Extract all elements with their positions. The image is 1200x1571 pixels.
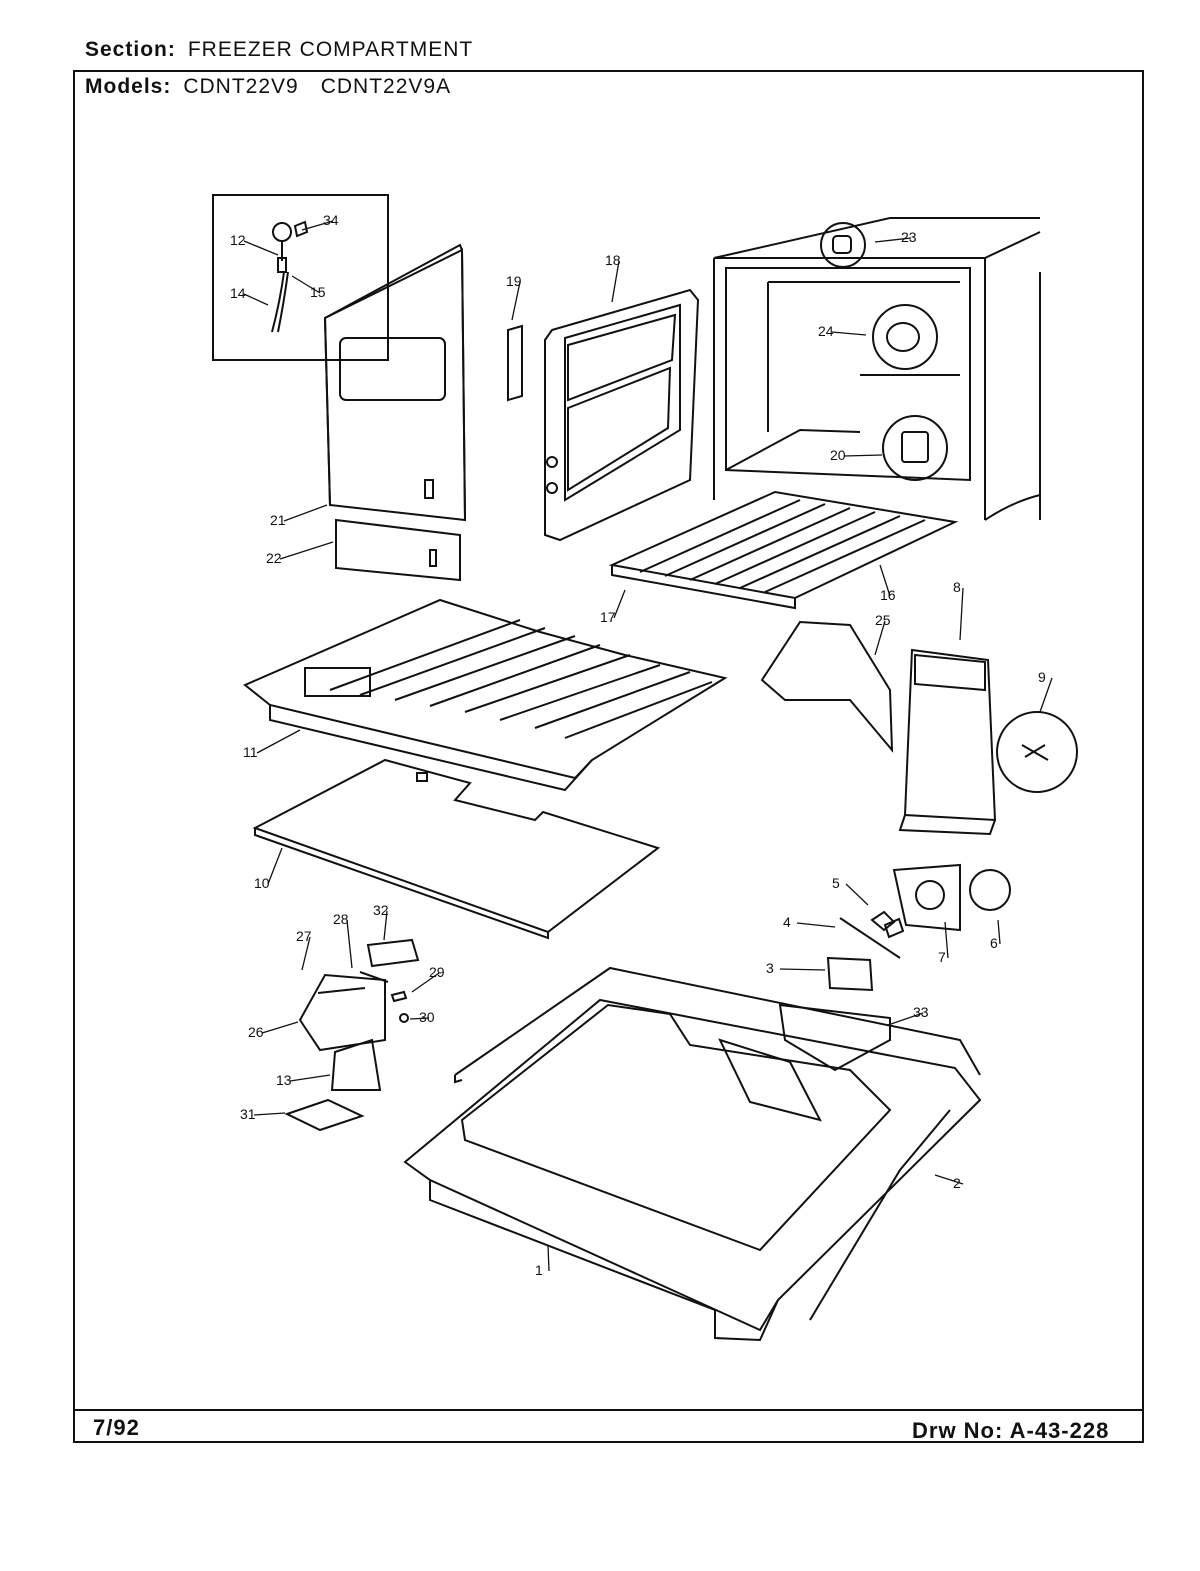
leader-line-5 (845, 883, 869, 906)
leader-line-7 (944, 921, 949, 959)
model-2: CDNT22V9A (320, 75, 452, 98)
callout-31: 31 (240, 1106, 256, 1122)
leader-line-16 (879, 564, 891, 597)
callout-7: 7 (938, 949, 946, 965)
leader-line-21 (283, 504, 328, 522)
section-heading: Section: FREEZER COMPARTMENT (85, 38, 473, 62)
leader-line-30 (409, 1017, 430, 1020)
leader-line-23 (874, 237, 912, 243)
freezer-shelf (243, 598, 728, 792)
callout-25: 25 (875, 612, 891, 628)
leader-line-9 (1039, 677, 1053, 713)
leader-line-25 (874, 620, 886, 656)
callout-10: 10 (254, 875, 270, 891)
models-heading: Models: CDNT22V9 CDNT22V9A (85, 75, 451, 99)
leader-line-19 (511, 281, 521, 321)
callout-17: 17 (600, 609, 616, 625)
callout-21: 21 (270, 512, 286, 528)
callout-23: 23 (901, 229, 917, 245)
drawing-frame (73, 70, 1144, 1443)
callout-34: 34 (323, 212, 339, 228)
leader-line-13 (289, 1074, 331, 1082)
freezer-cabinet (713, 217, 1041, 521)
callout-9: 9 (1038, 669, 1046, 685)
models-label: Models: (85, 75, 172, 98)
callout-15: 15 (310, 284, 326, 300)
footer-date: 7/92 (93, 1415, 140, 1440)
callout-20: 20 (830, 447, 846, 463)
leader-line-33 (887, 1012, 924, 1026)
callout-6: 6 (990, 935, 998, 951)
callout-2: 2 (953, 1175, 961, 1191)
callout-5: 5 (832, 875, 840, 891)
ice-parts (284, 938, 420, 1132)
callout-26: 26 (248, 1024, 264, 1040)
footer-drawing-number: Drw No: A-43-228 (912, 1418, 1110, 1443)
callout-8: 8 (953, 579, 961, 595)
callout-12: 12 (230, 232, 246, 248)
callout-13: 13 (276, 1072, 292, 1088)
leader-line-20 (843, 454, 883, 457)
leader-line-26 (261, 1021, 299, 1034)
callout-1: 1 (535, 1262, 543, 1278)
leader-line-6 (997, 919, 1001, 945)
callout-24: 24 (818, 323, 834, 339)
leader-line-17 (613, 589, 626, 619)
leader-line-24 (831, 331, 867, 336)
leader-line-14 (243, 293, 269, 306)
model-1: CDNT22V9 (183, 75, 299, 98)
control-panel (323, 243, 467, 582)
leader-line-12 (243, 240, 279, 256)
leader-line-31 (253, 1112, 286, 1116)
fan-assembly (826, 863, 1011, 992)
callout-3: 3 (766, 960, 774, 976)
leader-line-18 (611, 260, 620, 303)
inset-box (212, 194, 389, 361)
air-duct (760, 620, 1078, 836)
leader-line-11 (256, 729, 301, 754)
section-value: FREEZER COMPARTMENT (187, 38, 474, 61)
callout-30: 30 (419, 1009, 435, 1025)
leader-line-10 (267, 847, 283, 885)
leader-line-15 (291, 275, 321, 294)
freezer-floor-panel (252, 758, 661, 940)
leader-line-22 (279, 541, 334, 560)
callout-4: 4 (783, 914, 791, 930)
callout-33: 33 (913, 1004, 929, 1020)
wire-shelf (608, 490, 959, 610)
leader-line-3 (779, 968, 826, 971)
callout-19: 19 (506, 273, 522, 289)
leader-line-32 (383, 910, 388, 941)
callout-27: 27 (296, 928, 312, 944)
leader-line-29 (411, 972, 440, 993)
callout-29: 29 (429, 964, 445, 980)
freezer-liner (403, 966, 982, 1342)
footer-divider (73, 1409, 1144, 1411)
callout-28: 28 (333, 911, 349, 927)
leader-lines (243, 220, 1053, 1272)
callout-32: 32 (373, 902, 389, 918)
door-liner (507, 288, 700, 542)
leader-line-28 (346, 919, 353, 969)
callout-18: 18 (605, 252, 621, 268)
callout-14: 14 (230, 285, 246, 301)
leader-line-34 (301, 220, 334, 231)
callout-22: 22 (266, 550, 282, 566)
leader-line-1 (547, 1244, 550, 1272)
leader-line-8 (959, 587, 964, 641)
callout-16: 16 (880, 587, 896, 603)
callout-11: 11 (243, 744, 258, 760)
leader-line-4 (796, 922, 836, 928)
leader-line-2 (934, 1174, 964, 1185)
leader-line-27 (301, 936, 311, 971)
section-label: Section: (85, 38, 176, 61)
